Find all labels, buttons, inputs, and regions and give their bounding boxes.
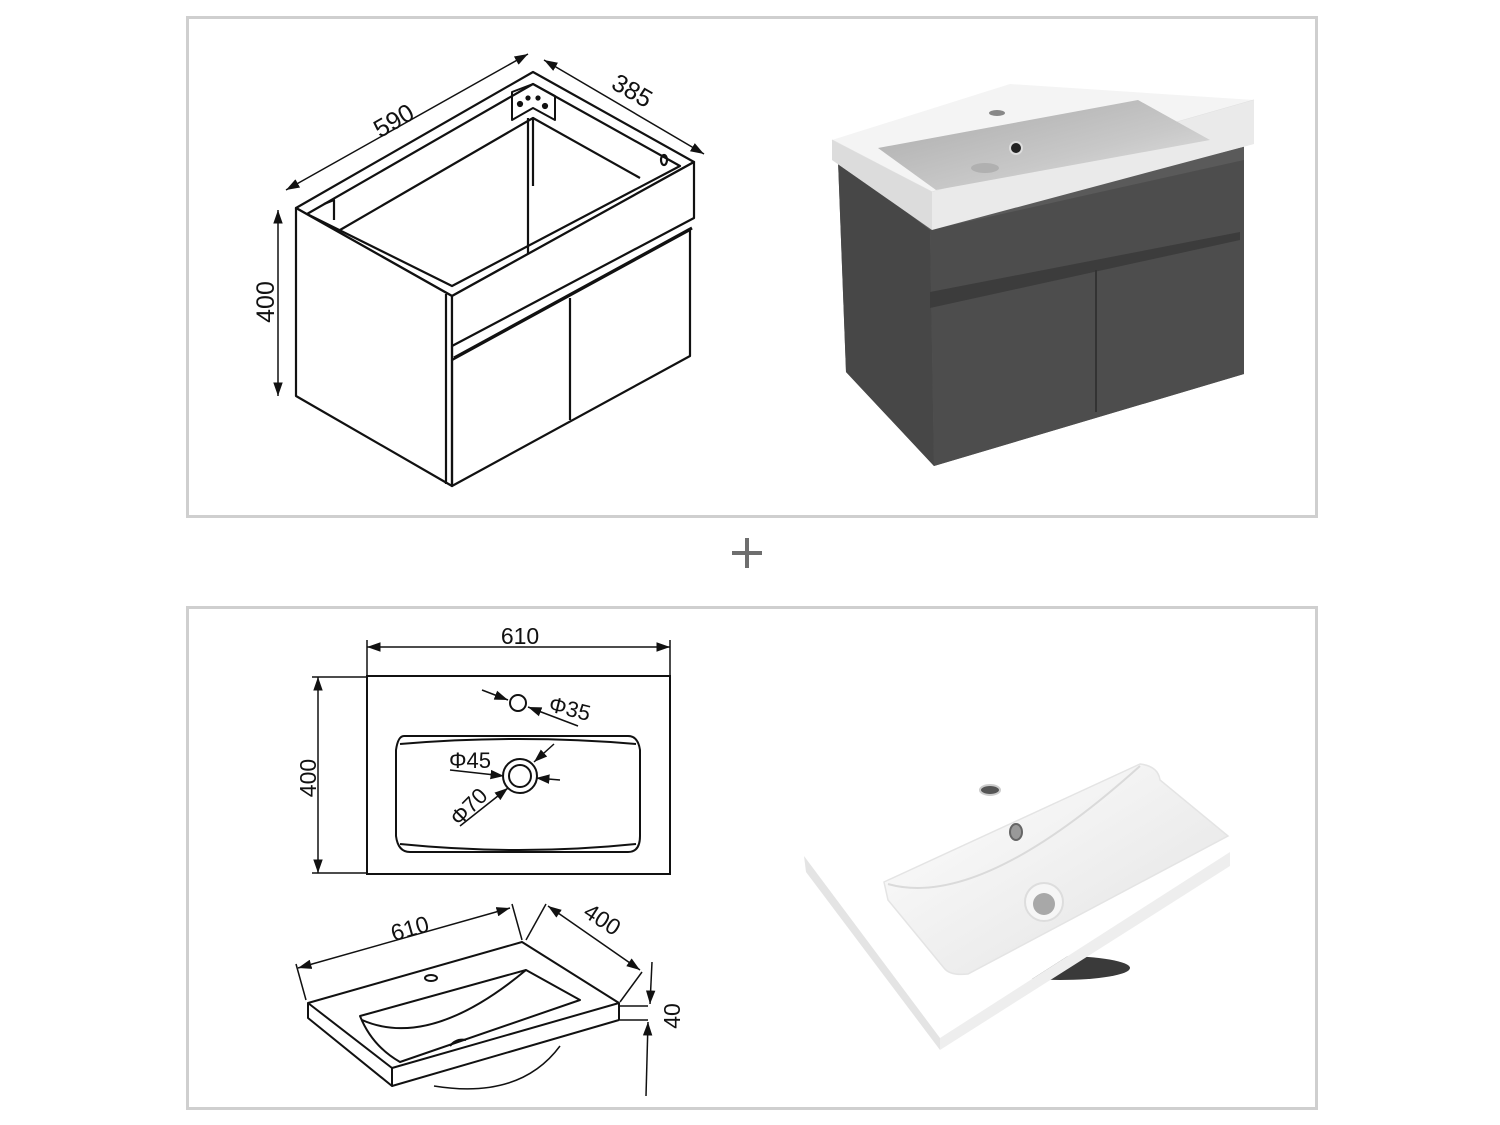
basin-iso-drawing [307, 941, 620, 1090]
basin-plan-depth-label: 400 [295, 759, 321, 797]
basin-render [804, 708, 1230, 1050]
basin-thickness-label: 40 [659, 1003, 685, 1029]
basin-plan-dimension-lines [312, 640, 671, 874]
basin-iso-width-label: 610 [388, 911, 432, 947]
drain-inner-diameter-label: Φ45 [449, 748, 491, 773]
plus-icon [732, 538, 762, 568]
cabinet-depth-label: 385 [607, 69, 657, 114]
cabinet-render [831, 84, 1255, 466]
cabinet-height-label: 400 [252, 281, 280, 323]
cabinet-dimension-lines [273, 53, 705, 396]
basin-plan-drawing [366, 675, 671, 875]
basin-iso-dimension-lines [295, 903, 656, 1097]
cabinet-line-drawing [294, 70, 696, 488]
cabinet-width-label: 590 [369, 99, 419, 144]
basin-plan-width-label: 610 [501, 623, 539, 649]
basin-iso-depth-label: 400 [579, 898, 625, 941]
